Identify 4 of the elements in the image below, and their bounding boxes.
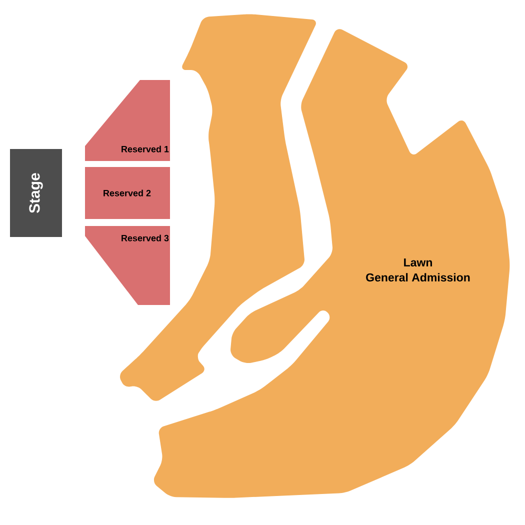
seating-section: Reserved 1: [85, 80, 170, 161]
stage-box: Stage: [10, 149, 62, 237]
seating-section: Reserved 3: [85, 226, 170, 305]
seating-section: Reserved 2: [85, 167, 170, 219]
